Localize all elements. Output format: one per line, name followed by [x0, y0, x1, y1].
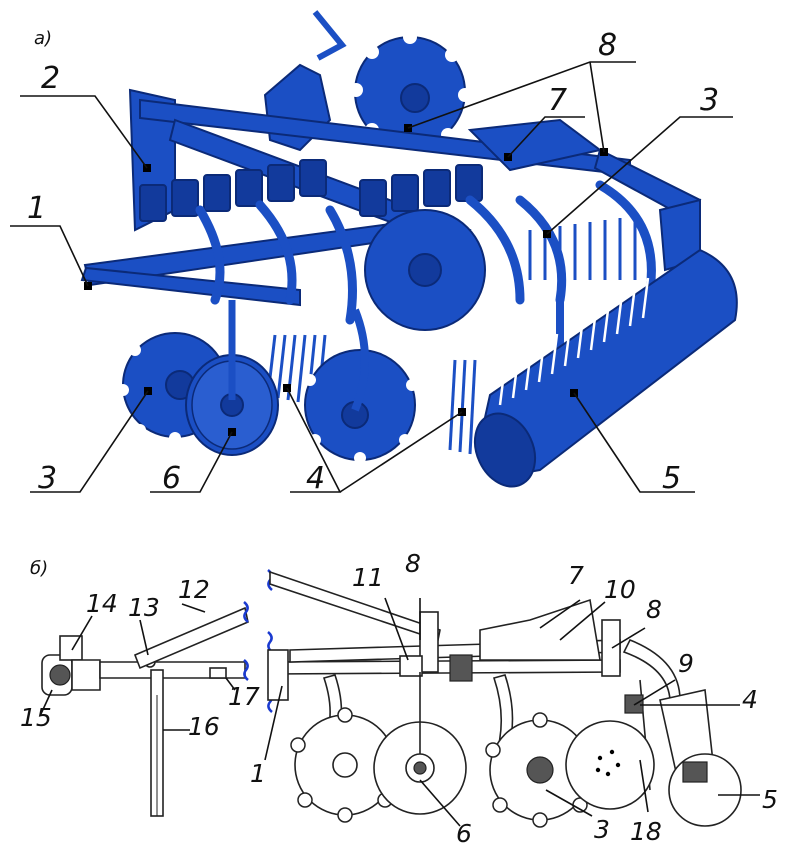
callout-8-bottom-left: 8 — [405, 549, 421, 578]
callout-1-bottom: 1 — [250, 759, 266, 788]
callout-16: 16 — [188, 712, 220, 741]
callout-5-bottom: 5 — [762, 785, 778, 814]
callout-18: 18 — [630, 817, 662, 846]
callout-3-bottom: 3 — [594, 815, 610, 844]
callout-6-bottom: 6 — [456, 819, 472, 847]
callout-15: 15 — [20, 703, 52, 732]
callout-3-top-left: 3 — [38, 461, 57, 496]
callout-13: 13 — [128, 593, 160, 622]
frame-side — [267, 570, 621, 701]
notched-disc-right — [485, 712, 595, 828]
panel-b-drawing — [39, 569, 760, 828]
callout-5-top: 5 — [662, 461, 681, 496]
callout-2-top: 2 — [41, 61, 60, 96]
centre-disc — [364, 209, 486, 331]
callout-6-top: 6 — [162, 461, 181, 496]
smooth-disc-right — [565, 720, 655, 810]
callout-10: 10 — [604, 575, 636, 604]
panel-b-label: б) — [30, 558, 48, 579]
callout-8-top: 8 — [598, 28, 617, 63]
middle-notched-disc — [304, 308, 418, 464]
callout-17: 17 — [228, 682, 260, 711]
callout-14: 14 — [86, 589, 118, 618]
callout-11: 11 — [352, 563, 384, 592]
callout-9: 9 — [678, 649, 694, 678]
hitch-assembly — [41, 606, 249, 817]
front-smooth-disc — [185, 300, 279, 456]
panel-a-label: а) — [34, 28, 52, 49]
callout-12: 12 — [178, 575, 210, 604]
panel-a-rendering — [10, 10, 738, 493]
callout-7-top: 7 — [548, 83, 567, 118]
callout-4-bottom: 4 — [742, 685, 758, 714]
smooth-disc — [373, 672, 467, 815]
callout-3-top-right: 3 — [700, 83, 719, 118]
callout-7-bottom: 7 — [568, 561, 584, 590]
callout-4-top: 4 — [306, 461, 325, 496]
callout-8-bottom-right: 8 — [646, 595, 662, 624]
notched-disc-left — [290, 707, 400, 823]
callout-1-top: 1 — [27, 191, 46, 226]
roller — [473, 248, 738, 488]
